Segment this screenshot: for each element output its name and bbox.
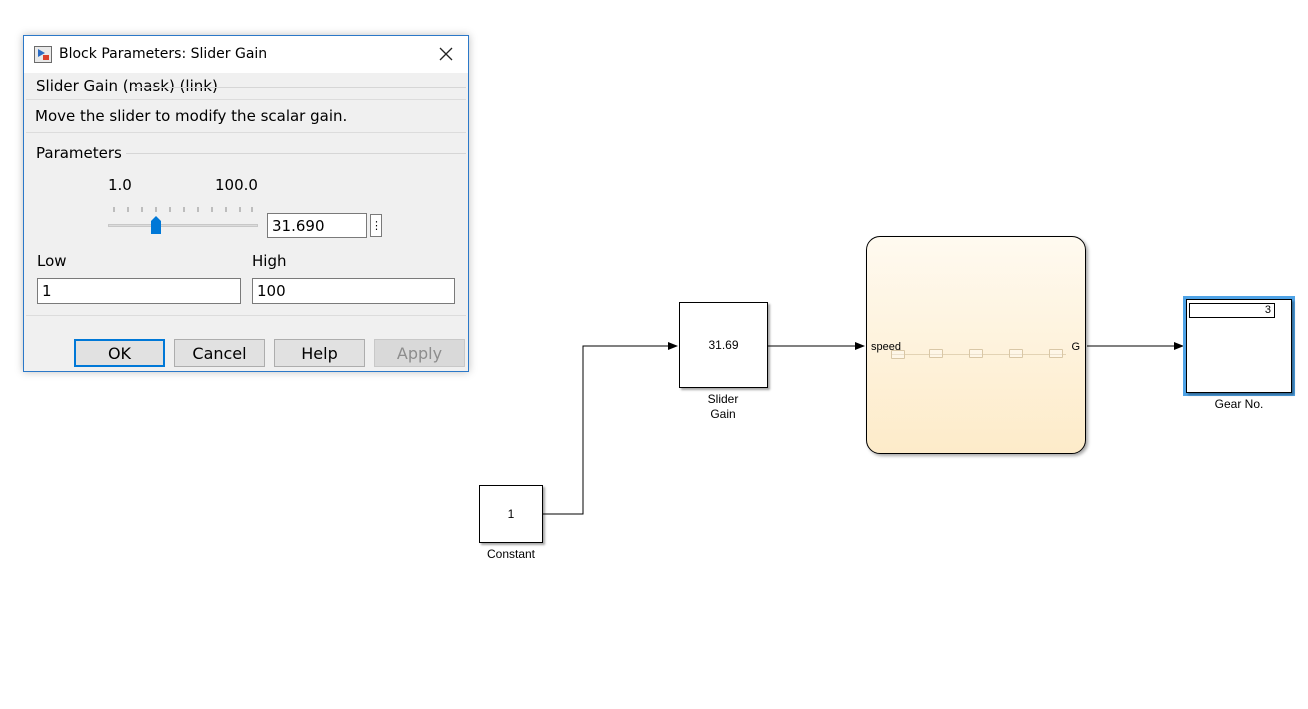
dialog-titlebar[interactable]: Block Parameters: Slider Gain <box>24 36 468 73</box>
display-readout: 3 <box>1189 303 1275 318</box>
ok-button[interactable]: OK <box>74 339 165 367</box>
help-button[interactable]: Help <box>274 339 365 367</box>
dialog-title: Block Parameters: Slider Gain <box>59 46 268 62</box>
description-text: Move the slider to modify the scalar gai… <box>35 107 348 125</box>
slider-max-label: 100.0 <box>215 176 258 194</box>
parameters-group-divider <box>126 153 466 154</box>
low-input[interactable] <box>37 278 241 304</box>
parameters-group-title: Parameters <box>36 144 122 162</box>
high-label: High <box>252 252 287 270</box>
chart-output-port-label: G <box>1071 341 1080 353</box>
close-button[interactable] <box>430 41 462 67</box>
slider-gain-block[interactable]: 31.69 <box>679 302 768 388</box>
slider-ticks <box>113 207 253 212</box>
gain-slider-track[interactable] <box>108 224 258 227</box>
constant-block[interactable]: 1 <box>479 485 543 543</box>
cancel-button[interactable]: Cancel <box>174 339 265 367</box>
simulink-block-icon <box>34 46 52 63</box>
gain-value-input[interactable] <box>267 213 367 238</box>
display-block[interactable]: 3 <box>1183 296 1295 396</box>
slider-min-label: 1.0 <box>108 176 132 194</box>
mask-group-divider <box>134 87 466 88</box>
signal-line-constant-to-gain[interactable] <box>543 342 678 515</box>
apply-button[interactable]: Apply <box>374 339 465 367</box>
vertical-ellipsis-icon: ⋮ <box>371 219 382 232</box>
constant-value: 1 <box>507 507 515 521</box>
description-panel: Move the slider to modify the scalar gai… <box>26 99 466 133</box>
close-icon <box>439 47 453 61</box>
button-area-divider <box>26 315 466 316</box>
slider-gain-value: 31.69 <box>708 338 739 352</box>
display-label: Gear No. <box>1214 397 1264 411</box>
high-input[interactable] <box>252 278 455 304</box>
slider-gain-label-line2: Gain <box>710 407 736 421</box>
stateflow-chart-block[interactable]: speed G <box>866 236 1086 454</box>
mask-group-title: Slider Gain (mask) (link) <box>36 77 218 95</box>
low-label: Low <box>37 252 67 270</box>
gain-value-menu-button[interactable]: ⋮ <box>370 214 382 237</box>
slider-gain-label-line1: Slider <box>707 392 739 406</box>
display-block-frame <box>1186 299 1292 393</box>
constant-label: Constant <box>486 547 536 561</box>
slider-gain-label: Slider Gain <box>683 392 763 422</box>
chart-state-preview <box>891 292 1071 362</box>
slider-thumb-icon[interactable] <box>151 216 161 234</box>
block-parameters-dialog: Block Parameters: Slider Gain Slider Gai… <box>23 35 469 372</box>
